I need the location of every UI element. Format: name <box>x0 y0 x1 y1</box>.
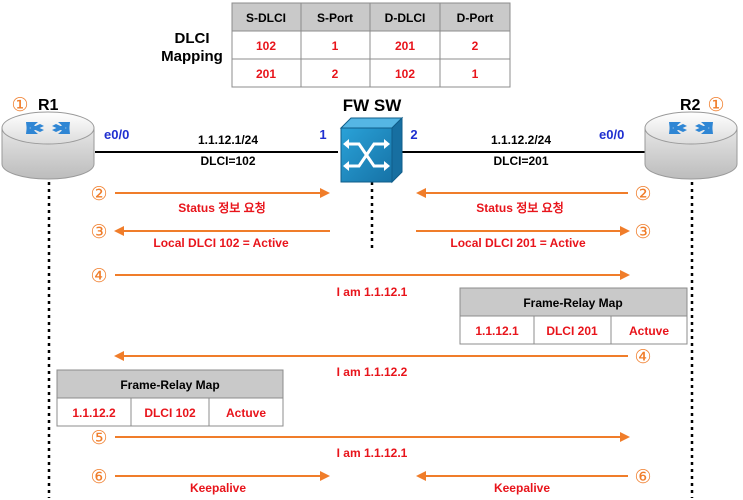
r2-dlci-label: DLCI=201 <box>493 154 548 168</box>
dlci-header-row <box>231 2 511 32</box>
arrowhead <box>320 471 330 481</box>
dlci-cell: 2 <box>472 39 479 53</box>
map-cell: 1.1.12.1 <box>475 324 519 338</box>
dlci-header-s-dlci: S-DLCI <box>246 11 286 25</box>
arrowhead <box>620 270 630 280</box>
r1-ip-label: 1.1.12.1/24 <box>198 133 258 147</box>
msg-keepalive-left: Keepalive <box>190 481 246 495</box>
step-4-circle: ④ <box>90 266 107 287</box>
dlci-cell: 102 <box>395 67 415 81</box>
dlci-header-d-dlci: D-DLCI <box>385 11 426 25</box>
dlci-caption-line1: DLCI <box>175 30 210 47</box>
switch-label: FW SW <box>343 96 402 115</box>
dlci-cell: 1 <box>472 67 479 81</box>
router-icon <box>644 111 738 180</box>
dlci-cell: 102 <box>256 39 276 53</box>
dlci-cell: 2 <box>332 67 339 81</box>
step-1-circle-r1: ① <box>11 95 28 116</box>
step-2-circle: ② <box>634 184 651 205</box>
dlci-row-1 <box>231 30 511 60</box>
router-icon <box>1 111 95 180</box>
msg-local-dlci-left: Local DLCI 102 = Active <box>153 236 289 250</box>
frame-relay-map-r2: Frame-Relay Map 1.1.12.1 DLCI 201 Actuve <box>459 287 688 345</box>
msg-keepalive-right: Keepalive <box>494 481 550 495</box>
dlci-cell: 201 <box>256 67 276 81</box>
map-cell: 1.1.12.2 <box>72 406 116 420</box>
msg-i-am-r1-second: I am 1.1.12.1 <box>337 446 408 460</box>
r1-label: R1 <box>38 97 59 114</box>
r2-interface-label: e0/0 <box>599 127 624 142</box>
msg-i-am-r2: I am 1.1.12.2 <box>337 365 408 379</box>
step-2-circle: ② <box>90 184 107 205</box>
dlci-header-d-port: D-Port <box>457 11 494 25</box>
arrowhead <box>620 226 630 236</box>
map-cell: Actuve <box>629 324 669 338</box>
step-3-circle: ③ <box>90 222 107 243</box>
r1-dlci-label: DLCI=102 <box>200 154 255 168</box>
frame-relay-map-title: Frame-Relay Map <box>120 378 219 392</box>
arrowhead <box>620 432 630 442</box>
dlci-header-s-port: S-Port <box>317 11 353 25</box>
switch-icon <box>339 116 404 184</box>
arrowhead <box>114 226 124 236</box>
dlci-row-2 <box>231 58 511 88</box>
frame-relay-map-r1: Frame-Relay Map 1.1.12.2 DLCI 102 Actuve <box>56 369 284 427</box>
step-6-circle: ⑥ <box>90 467 107 488</box>
step-1-circle-r2: ① <box>707 95 724 116</box>
msg-status-request-right: Status 정보 요청 <box>476 200 564 215</box>
dlci-caption-line2: Mapping <box>161 48 223 65</box>
r1-interface-label: e0/0 <box>104 127 129 142</box>
msg-local-dlci-right: Local DLCI 201 = Active <box>450 236 586 250</box>
arrowhead <box>320 188 330 198</box>
r2-ip-label: 1.1.12.2/24 <box>491 133 551 147</box>
map-cell: DLCI 201 <box>546 324 598 338</box>
map-cell: DLCI 102 <box>144 406 196 420</box>
r2-label: R2 <box>680 97 701 114</box>
step-4-circle: ④ <box>634 347 651 368</box>
msg-i-am-r1: I am 1.1.12.1 <box>337 285 408 299</box>
dlci-cell: 201 <box>395 39 415 53</box>
switch-port-2: 2 <box>410 127 417 142</box>
msg-status-request-left: Status 정보 요청 <box>178 200 266 215</box>
dlci-cell: 1 <box>332 39 339 53</box>
arrowhead <box>416 188 426 198</box>
step-3-circle: ③ <box>634 222 651 243</box>
arrowhead <box>114 351 124 361</box>
dlci-mapping-table: DLCI Mapping S-DLCI S-Port D-DLCI D-Port… <box>161 2 511 88</box>
step-6-circle: ⑥ <box>634 467 651 488</box>
arrowhead <box>416 471 426 481</box>
step-5-circle: ⑤ <box>90 428 107 449</box>
switch-port-1: 1 <box>319 127 326 142</box>
frame-relay-map-title: Frame-Relay Map <box>523 296 622 310</box>
map-cell: Actuve <box>226 406 266 420</box>
